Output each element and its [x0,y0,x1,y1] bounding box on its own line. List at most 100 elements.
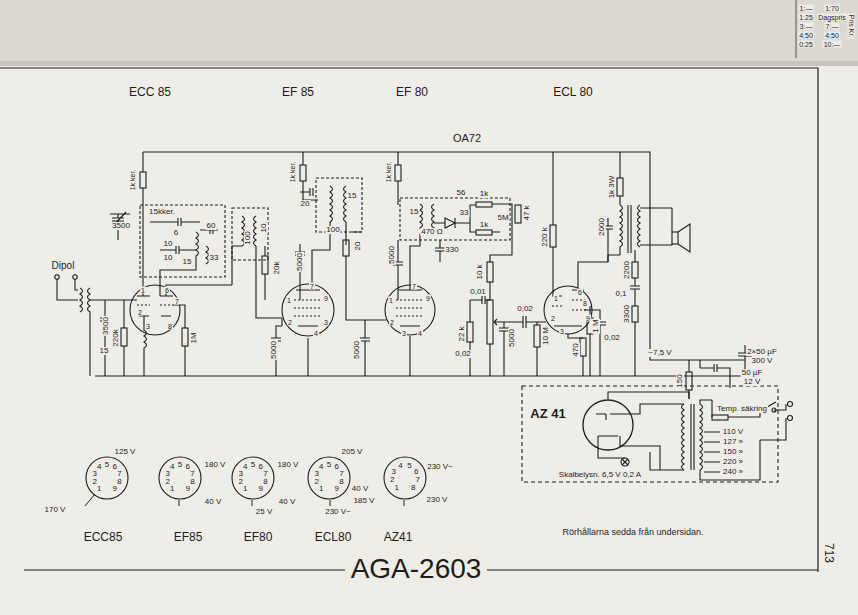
tube-name: AZ 41 [529,407,566,420]
tube-circle [583,400,633,450]
pinout-label: 40 V [204,498,222,506]
component-value: 110 V [722,428,744,436]
component-value: 1M [190,331,198,344]
pinout-label: 7 [262,470,268,478]
wiring [55,152,793,482]
pinout-label: 2 [237,478,243,486]
pin-number: 2 [389,319,395,326]
component-value: 3500 [111,222,131,230]
pin-number: 3 [559,328,565,335]
component-value: 0,01 [469,288,487,296]
component-value: 1k ker. [129,169,136,192]
pin-number: 7 [174,298,180,305]
pin-number: 4 [417,330,423,337]
pin-number: 1 [140,287,146,294]
pinout-label: 3 [391,468,397,476]
component-value: 47 k [523,204,531,221]
component-value: 330 [444,246,459,254]
tube-circle [86,457,128,499]
component-value: 5M [496,214,509,222]
pinout-label: 5 [406,462,412,470]
tube-circle [308,457,350,499]
tube-heading: EF 80 [395,86,429,98]
component-value: 56 [456,189,467,197]
component-value: 10 [163,240,174,248]
pin-number: 2 [550,315,556,322]
component-value: 100 [244,230,252,245]
component-value: 220 k [541,226,549,248]
component-value: 5000 [353,340,361,360]
pinout-label: 9 [333,485,339,493]
component-value: 10 [260,223,268,234]
pinout-label: 180 V [277,461,300,469]
tube-name: ECC85 [83,531,124,543]
component-value: 2200 [623,260,631,280]
component-value: 6 [173,229,179,237]
price-entry: Dagspris [817,14,847,21]
component-value: 5000 [296,252,304,272]
component-value: 10 [163,254,174,262]
price-entry: 10:— [823,41,842,48]
component-value: 220k [112,328,120,347]
pinout-label: 180 V [204,461,227,469]
pin-number: 9 [585,315,591,322]
component-value: 60 [206,222,217,230]
component-value: 1k 3W [608,175,616,200]
pinout-label: 230 V~ [426,463,454,471]
component-value: 0,02 [603,334,621,342]
component-value: 5000 [508,328,516,348]
component-value: 2000 [598,217,606,237]
pinout-label: 5 [250,461,256,469]
pin-number: 9 [323,295,329,302]
price-rule [796,0,797,58]
component-value: 0,1 [614,290,627,298]
component-value: 220 » [722,458,744,466]
price-entry: 4:50 [824,32,840,39]
component-value: 22 k [458,325,466,342]
component-value: 1k [479,190,489,198]
component-value: 5000 [388,245,396,265]
pinout-label: 2 [389,476,395,484]
pinout-label: 40 V [278,498,296,506]
component-value: Temp. säkring [716,405,768,413]
component-value: 470 Ω [420,228,444,236]
pinout-label: 4 [242,463,248,471]
pinout-label: 4 [169,463,175,471]
pinout-label: 2 [164,478,170,486]
pinout-label: 6 [413,468,419,476]
price-entry: 7:— [825,23,840,30]
tube-circle [159,457,201,499]
component-value: 3300 [623,304,631,324]
pin-number: 6 [164,287,170,294]
component-value: 127 » [722,438,744,446]
component-value: 1k ker. [289,161,296,184]
pinout-label: 7 [338,470,344,478]
pinout-label: 205 V [341,448,364,456]
price-entry: 1:25 [798,14,814,21]
component-value: 150 [676,373,684,388]
pinout-label: 4 [397,462,403,470]
pin-number: 2 [137,309,143,316]
pinout-label: 7 [189,470,195,478]
pinout-label: 25 V [255,508,273,516]
pinout-label: 1 [393,484,399,492]
component-value: 5000 [270,340,278,360]
pinout-label: 4 [318,463,324,471]
component-value: 12 V [743,378,761,386]
pinout-label: 40 V [351,485,369,493]
pinout-label: 230 V~ [324,508,352,516]
pinout-label: 9 [184,485,190,493]
pin-number: 1 [388,297,394,304]
diode-label: OA72 [452,133,482,144]
tube-name: EF85 [173,531,204,543]
component-value: 1k ker. [385,161,392,184]
pin-number: 3 [323,319,329,326]
pin-number: 8 [582,300,588,307]
component-value: 20 [354,241,362,252]
price-entry: 0:25 [798,41,814,48]
component-value: 15 [409,208,420,216]
previous-page [0,0,858,63]
pinout-details [85,494,404,506]
tube-name: AZ41 [383,531,414,543]
pinout-label: 2 [313,478,319,486]
